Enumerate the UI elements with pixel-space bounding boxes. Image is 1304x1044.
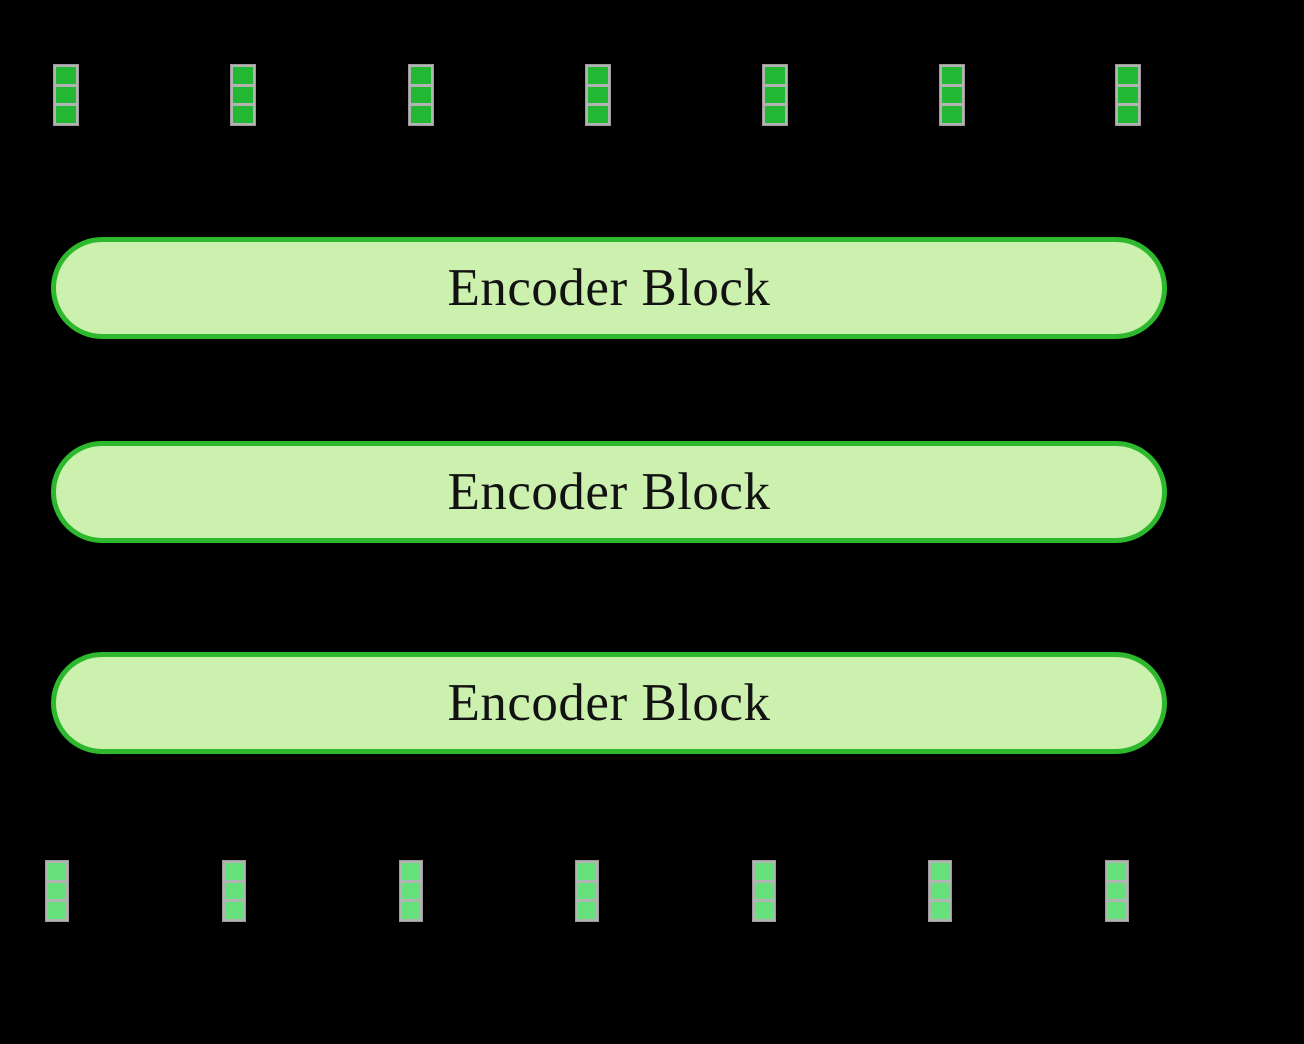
output-token-3-cell-2 <box>402 882 420 900</box>
output-token-5-cell-2 <box>755 882 773 900</box>
output-token-3[interactable] <box>399 860 423 922</box>
input-token-5[interactable] <box>762 64 788 126</box>
output-token-6-cell-3 <box>931 902 949 920</box>
output-token-7-cell-1 <box>1108 863 1126 880</box>
input-token-4-cell-2 <box>588 86 608 104</box>
output-token-2-cell-3 <box>225 902 243 920</box>
input-token-5-cell-2 <box>765 86 785 104</box>
input-token-2-cell-3 <box>233 106 253 124</box>
input-token-4-cell-1 <box>588 67 608 84</box>
output-token-7[interactable] <box>1105 860 1129 922</box>
input-token-7-cell-3 <box>1118 106 1138 124</box>
output-token-1-cell-1 <box>48 863 66 880</box>
input-token-1-cell-2 <box>56 86 76 104</box>
input-token-6-cell-3 <box>942 106 962 124</box>
input-token-3-cell-3 <box>411 106 431 124</box>
encoder-block-label: Encoder Block <box>447 673 771 732</box>
output-token-4-cell-2 <box>578 882 596 900</box>
output-token-4-cell-1 <box>578 863 596 880</box>
input-token-7[interactable] <box>1115 64 1141 126</box>
input-token-3-cell-1 <box>411 67 431 84</box>
input-token-5-cell-1 <box>765 67 785 84</box>
output-token-6[interactable] <box>928 860 952 922</box>
input-token-6[interactable] <box>939 64 965 126</box>
output-token-5[interactable] <box>752 860 776 922</box>
input-token-2[interactable] <box>230 64 256 126</box>
encoder-block-2[interactable]: Encoder Block <box>51 441 1167 543</box>
encoder-block-label: Encoder Block <box>447 462 771 521</box>
input-token-6-cell-2 <box>942 86 962 104</box>
output-token-6-cell-2 <box>931 882 949 900</box>
output-token-2-cell-1 <box>225 863 243 880</box>
input-token-1-cell-3 <box>56 106 76 124</box>
encoder-block-3[interactable]: Encoder Block <box>51 652 1167 754</box>
output-token-2[interactable] <box>222 860 246 922</box>
input-token-4[interactable] <box>585 64 611 126</box>
input-token-1-cell-1 <box>56 67 76 84</box>
output-token-1-cell-2 <box>48 882 66 900</box>
input-token-1[interactable] <box>53 64 79 126</box>
output-token-6-cell-1 <box>931 863 949 880</box>
input-token-2-cell-2 <box>233 86 253 104</box>
output-token-1-cell-3 <box>48 902 66 920</box>
output-token-4-cell-3 <box>578 902 596 920</box>
input-token-6-cell-1 <box>942 67 962 84</box>
output-token-3-cell-3 <box>402 902 420 920</box>
input-token-7-cell-2 <box>1118 86 1138 104</box>
output-token-3-cell-1 <box>402 863 420 880</box>
output-token-2-cell-2 <box>225 882 243 900</box>
output-token-5-cell-3 <box>755 902 773 920</box>
output-token-4[interactable] <box>575 860 599 922</box>
input-token-3-cell-2 <box>411 86 431 104</box>
input-token-5-cell-3 <box>765 106 785 124</box>
output-token-5-cell-1 <box>755 863 773 880</box>
input-token-7-cell-1 <box>1118 67 1138 84</box>
output-token-1[interactable] <box>45 860 69 922</box>
input-token-2-cell-1 <box>233 67 253 84</box>
output-token-7-cell-3 <box>1108 902 1126 920</box>
encoder-block-1[interactable]: Encoder Block <box>51 237 1167 339</box>
input-token-4-cell-3 <box>588 106 608 124</box>
input-token-3[interactable] <box>408 64 434 126</box>
encoder-block-label: Encoder Block <box>447 258 771 317</box>
output-token-7-cell-2 <box>1108 882 1126 900</box>
